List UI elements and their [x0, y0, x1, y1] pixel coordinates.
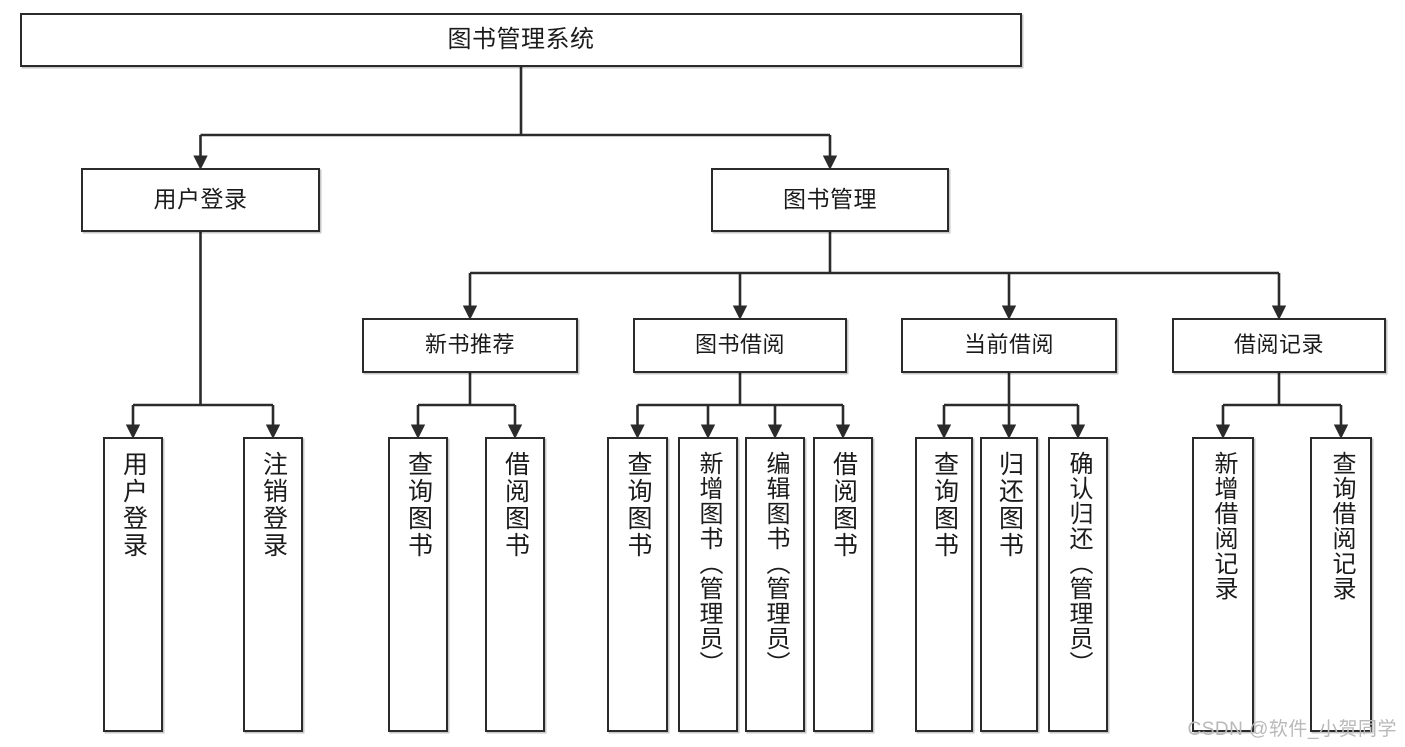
- node-label: 当前借阅: [963, 332, 1054, 358]
- node-root[interactable]: 图书管理系统: [20, 13, 1022, 67]
- node-label: 借阅记录: [1233, 332, 1324, 358]
- node-label: 查询图书: [624, 451, 652, 559]
- node-label: 编辑图书（管理员）: [762, 451, 789, 676]
- node-label: 注销登录: [259, 451, 288, 559]
- node-label: 新书推荐: [424, 332, 515, 358]
- node-login[interactable]: 用户登录: [81, 168, 320, 232]
- node-bookmgmt[interactable]: 图书管理: [711, 168, 949, 232]
- node-label: 查询借阅记录: [1328, 451, 1355, 601]
- node-leaf5[interactable]: 查询图书: [607, 437, 668, 732]
- node-label: 新增图书（管理员）: [695, 451, 722, 676]
- node-label: 图书管理: [783, 186, 877, 213]
- node-label: 图书管理系统: [447, 25, 595, 53]
- node-leaf10[interactable]: 归还图书: [980, 437, 1038, 732]
- node-current[interactable]: 当前借阅: [901, 318, 1117, 373]
- node-records[interactable]: 借阅记录: [1172, 318, 1386, 373]
- node-label: 归还图书: [995, 451, 1024, 559]
- node-borrow[interactable]: 图书借阅: [633, 318, 847, 373]
- node-label: 新增借阅记录: [1210, 451, 1237, 601]
- node-label: 图书借阅: [694, 332, 785, 358]
- watermark: CSDN @软件_小贺同学: [1187, 719, 1397, 740]
- node-label: 查询图书: [930, 451, 959, 559]
- node-label: 用户登录: [153, 186, 248, 213]
- node-leaf7[interactable]: 编辑图书（管理员）: [745, 437, 805, 732]
- node-leaf1[interactable]: 用户登录: [103, 437, 163, 732]
- node-label: 借阅图书: [829, 451, 858, 559]
- node-label: 查询图书: [404, 451, 433, 559]
- node-leaf13[interactable]: 查询借阅记录: [1310, 437, 1372, 732]
- node-leaf3[interactable]: 查询图书: [388, 437, 448, 732]
- node-leaf2[interactable]: 注销登录: [243, 437, 303, 732]
- node-leaf9[interactable]: 查询图书: [915, 437, 973, 732]
- node-newbook[interactable]: 新书推荐: [362, 318, 578, 373]
- node-leaf6[interactable]: 新增图书（管理员）: [678, 437, 738, 732]
- node-label: 借阅图书: [501, 451, 530, 559]
- node-leaf11[interactable]: 确认归还（管理员）: [1048, 437, 1108, 732]
- node-label: 确认归还（管理员）: [1065, 451, 1092, 676]
- node-leaf8[interactable]: 借阅图书: [813, 437, 873, 732]
- node-leaf4[interactable]: 借阅图书: [485, 437, 545, 732]
- node-label: 用户登录: [119, 451, 148, 559]
- node-leaf12[interactable]: 新增借阅记录: [1192, 437, 1254, 732]
